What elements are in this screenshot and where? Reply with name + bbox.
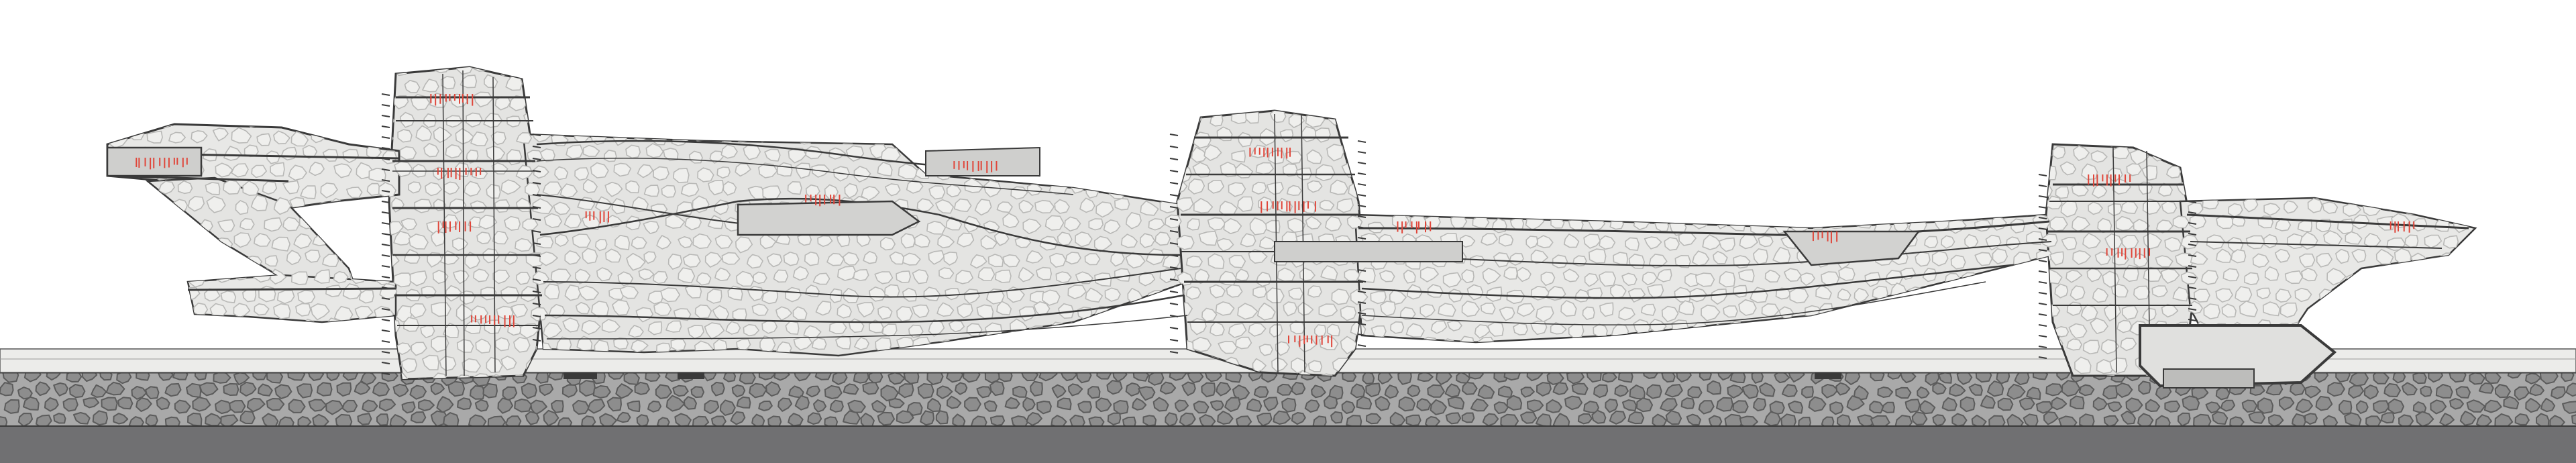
facade-fins xyxy=(381,93,2197,375)
bedrock-band xyxy=(0,426,2576,463)
inset-rooms xyxy=(106,146,2337,389)
annotation-marks xyxy=(136,94,2415,348)
